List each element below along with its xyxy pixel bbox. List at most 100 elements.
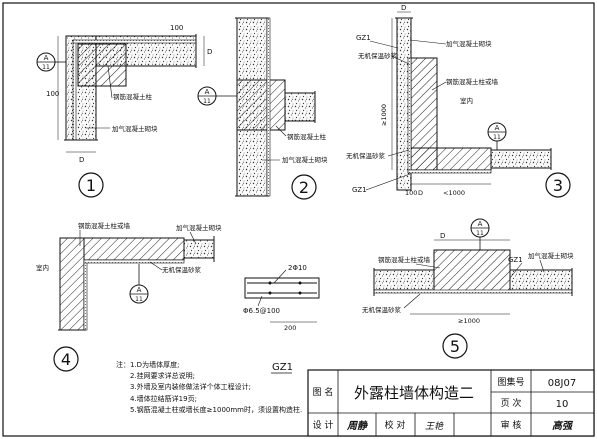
aerated-block-wall — [490, 149, 552, 169]
leader-line — [431, 81, 447, 91]
gz1-rebar-detail: 2Φ10 Φ6.5@100 200 GZ1 — [243, 264, 320, 374]
gz1-title: GZ1 — [272, 362, 293, 373]
aerated-block-wall — [509, 269, 573, 291]
detail-number-circle — [291, 174, 317, 200]
rc-column — [77, 43, 127, 87]
leader-line — [107, 65, 113, 99]
gz1-label: GZ1 — [356, 34, 371, 42]
gz1-section — [244, 277, 320, 299]
section-ref-top: A — [495, 124, 500, 132]
mortar-layer — [72, 39, 77, 141]
leader-line — [273, 269, 287, 284]
rc-column-or-wall — [59, 237, 85, 331]
mortar-layer — [72, 39, 197, 44]
section-ref-bottom: 11 — [135, 296, 143, 303]
detail-number-circle — [442, 333, 468, 359]
rc-wall-label: 钢筋混凝土柱或墙 — [446, 77, 499, 86]
rc-column-label: 钢筋混凝土柱 — [287, 132, 327, 141]
gz1-label: GZ1 — [352, 186, 367, 194]
mortar-layer — [407, 57, 412, 174]
check-signature: 王艳 — [425, 421, 444, 432]
notes-block: 注：1.D为墙体厚度; 2.挂网要求详总说明; 3.外墙及室内装修做法详个体工程… — [116, 360, 306, 416]
aerated-block-wall — [183, 239, 215, 259]
check-label: 校 对 — [385, 419, 406, 431]
title-block: 图 名 外露柱墙体构造二 图集号 08J07 页 次 10 设 计 周静 校 对… — [307, 369, 595, 437]
aerated-block-label: 加气混凝土砌块 — [282, 155, 328, 164]
leader-line — [403, 293, 421, 309]
rebar-dot — [298, 291, 302, 295]
inorganic-mortar-label: 无机保温砂浆 — [162, 265, 202, 274]
aerated-block-label: 加气混凝土砌块 — [528, 251, 574, 260]
mortar-layer — [373, 289, 573, 294]
detail-number: 2 — [299, 178, 309, 197]
leader-line — [365, 173, 411, 191]
detail-number: 5 — [450, 337, 460, 356]
section-ref-top: A — [137, 286, 142, 294]
detail-number-circle — [78, 172, 104, 198]
leader-line — [149, 261, 163, 271]
leader-line — [509, 262, 523, 279]
drawing-title: 外露柱墙体构造二 — [354, 384, 474, 402]
aerated-block-label: 加气混凝土砌块 — [176, 223, 222, 232]
dim-200-label: 200 — [284, 324, 296, 332]
detail-number-circle — [53, 346, 79, 372]
dim-lt1000-label: <1000 — [443, 189, 465, 197]
section-ref-bottom: 11 — [203, 98, 211, 105]
leader-line — [387, 149, 410, 157]
aerated-block-wall — [284, 92, 316, 122]
design-signature: 周静 — [346, 420, 368, 432]
detail-number: 1 — [86, 176, 96, 195]
review-label: 审 核 — [501, 419, 522, 431]
atlas-no-label: 图集号 — [497, 376, 524, 388]
rebar-stirrup-label: Φ6.5@100 — [243, 307, 280, 315]
mortar-layer — [83, 259, 88, 331]
rc-wall-label: 钢筋混凝土柱或墙 — [78, 221, 131, 230]
aerated-block-wall — [373, 269, 435, 291]
dim-100-label: 100 — [405, 189, 417, 197]
note-item: 2.挂网要求详总说明; — [130, 372, 196, 381]
section-ref-bottom: 11 — [493, 134, 501, 141]
atlas-no: 08J07 — [548, 378, 576, 389]
rebar-main-label: 2Φ10 — [288, 264, 307, 272]
dim-d-label: D — [207, 48, 212, 56]
note-item: 4.墙体拉结筋详19页; — [130, 394, 197, 403]
leader-line — [275, 125, 287, 137]
rc-wall-label: 钢筋混凝土柱或墙 — [378, 255, 431, 264]
dim-ge1000-label: ≥1000 — [380, 104, 388, 126]
section-ref-top: A — [44, 54, 49, 62]
note-item: 5.钢筋混凝土柱或墙长度≥1000mm时，须设置构造柱. — [130, 405, 303, 414]
rc-column-or-wall — [410, 147, 492, 171]
dim-100-label: 100 — [170, 24, 183, 32]
leader-line — [189, 231, 197, 245]
leader-line — [409, 39, 447, 45]
leader-line — [539, 259, 545, 273]
detail-number-circle — [545, 172, 571, 198]
leader-line — [415, 263, 441, 269]
leader-line — [257, 295, 263, 307]
section-ref-top: A — [205, 88, 210, 96]
section-ref-bottom: 11 — [42, 64, 50, 71]
aerated-block-label: 加气混凝土砌块 — [112, 124, 158, 133]
dim-d-label: D — [440, 232, 445, 240]
aerated-block-label: 加气混凝土砌块 — [446, 39, 492, 48]
tu-ming-label: 图 名 — [313, 386, 334, 398]
section-ref-top: A — [478, 220, 483, 228]
section-ref-bottom: 11 — [476, 230, 484, 237]
indoor-label: 室内 — [36, 263, 49, 272]
rc-column-label: 钢筋混凝土柱 — [113, 92, 153, 101]
rc-column-or-wall — [83, 237, 185, 261]
dim-d-label: D — [401, 4, 406, 12]
review-signature: 高强 — [552, 420, 574, 432]
inorganic-mortar-label: 无机保温砂浆 — [362, 305, 402, 314]
rc-column-or-wall — [433, 249, 511, 293]
title-block-frame — [307, 369, 595, 437]
page-number: 10 — [556, 399, 569, 410]
detail-2: 钢筋混凝土柱 加气混凝土砌块 A 11 2 — [197, 17, 328, 200]
detail-number: 4 — [61, 350, 71, 369]
dim-100-label: 100 — [46, 90, 59, 98]
rebar-dot — [298, 281, 302, 285]
notes-title: 注：1.D为墙体厚度; — [116, 361, 180, 369]
detail-3: ≥1000 D 100 D <1000 GZ1 无机保温砂浆 加气混凝土砌块 钢… — [346, 4, 571, 198]
